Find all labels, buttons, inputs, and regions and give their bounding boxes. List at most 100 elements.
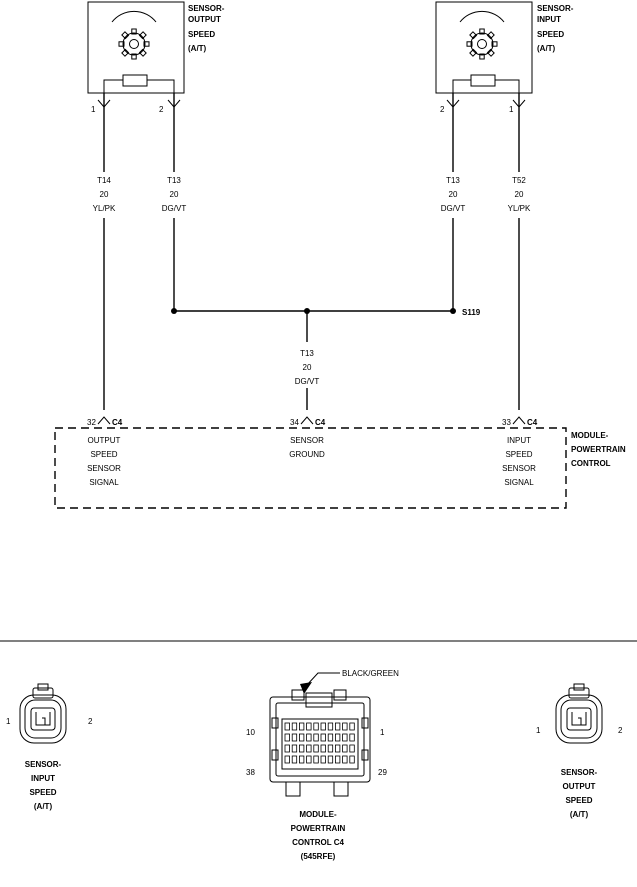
input-conn-label-3: SPEED (29, 788, 56, 797)
input-conn-pin-1: 1 (6, 717, 11, 726)
pin-33-connector: C4 (527, 418, 538, 427)
sensor-input-title-4: (A/T) (537, 44, 556, 53)
pin-32-label-2: SPEED (90, 450, 117, 459)
wire-t13-left-gauge: 20 (170, 190, 179, 199)
wire-t14-circuit: T14 (97, 176, 111, 185)
splice-dot (171, 308, 177, 314)
connector-face-icon (269, 689, 371, 797)
sensor-output-title-3: SPEED (188, 30, 215, 39)
output-conn-pin-1: 1 (536, 726, 541, 735)
pcm-pin-cavity (291, 733, 298, 742)
wire-t13-center-gauge: 20 (303, 363, 312, 372)
pcm-pin-cavity (298, 744, 305, 753)
pin-34-number: 34 (290, 418, 299, 427)
pcm-pin-cavity (327, 722, 334, 731)
input-conn-label-1: SENSOR- (25, 760, 62, 769)
wire-t13-center: T13 20 DG/VT (295, 311, 319, 410)
rotation-arc (111, 10, 157, 23)
pcm-pin-cavity (313, 755, 319, 764)
sensor-input-title-2: INPUT (537, 15, 561, 24)
pin-34-label-2: GROUND (289, 450, 325, 459)
pcm-pin-cavity (334, 722, 341, 731)
resistor-icon (470, 74, 496, 87)
pin-32-connector: C4 (112, 418, 123, 427)
connector-input-speed: 1 2 SENSOR- INPUT SPEED (A/T) (6, 683, 93, 811)
module-box (54, 427, 567, 509)
pin-32-number: 32 (87, 418, 96, 427)
sensor-output-pin-2: 2 (159, 105, 164, 114)
sensor-input-pin-2: 2 (440, 105, 445, 114)
pcm-pin-cavity (327, 733, 334, 742)
gear-icon (118, 28, 150, 60)
wire-t13-right: T13 20 DG/VT (441, 93, 466, 311)
pcm-pin-cavity (349, 755, 355, 764)
wire-t52-color: YL/PK (508, 204, 531, 213)
pcm-pin-cavity (334, 755, 341, 764)
sensor-input-title-1: SENSOR- (537, 4, 574, 13)
sensor-output-speed: SENSOR- OUTPUT SPEED (A/T) 1 2 (87, 1, 225, 114)
pin-33-label-2: SPEED (505, 450, 532, 459)
sensor-input-title-3: SPEED (537, 30, 564, 39)
pcm-pin-cavity (291, 755, 298, 764)
pcm-pin-cavity (342, 722, 348, 731)
sensor-input-pin-1: 1 (509, 105, 514, 114)
pcm-pin-cavity (306, 744, 312, 753)
wire-t13-right-color: DG/VT (441, 204, 466, 213)
gear-icon (466, 28, 498, 60)
pcm-pin-cavity (298, 755, 305, 764)
pin-32-label-3: SENSOR (87, 464, 121, 473)
resistor-icon (122, 74, 148, 87)
wire-t13-right-circuit: T13 (446, 176, 460, 185)
pcm-color-label: BLACK/GREEN (342, 669, 399, 678)
pcm-label-2: POWERTRAIN (291, 824, 346, 833)
module-title-2: POWERTRAIN (571, 445, 626, 454)
sensor-output-box (87, 1, 185, 94)
pin-33-label-1: INPUT (507, 436, 531, 445)
connector-face-icon (555, 683, 603, 744)
output-conn-pin-2: 2 (618, 726, 623, 735)
pin-34-label-1: SENSOR (290, 436, 324, 445)
splice-dot (450, 308, 456, 314)
module-pin-terminals (97, 416, 526, 425)
pcm-pin-1: 1 (380, 728, 385, 737)
pcm-pin-cavity (284, 755, 290, 764)
input-conn-label-4: (A/T) (34, 802, 53, 811)
output-conn-label-1: SENSOR- (561, 768, 598, 777)
pcm-pin-cavity (291, 722, 298, 731)
pcm-pin-cavity (306, 733, 312, 742)
sensor-output-title-2: OUTPUT (188, 15, 221, 24)
connector-pcm-c4: BLACK/GREEN 10 1 38 29 MODULE- POWERTRAI… (246, 669, 399, 861)
pin-34-connector: C4 (315, 418, 326, 427)
pcm-pin-cavity (313, 733, 319, 742)
pcm-pin-10: 10 (246, 728, 255, 737)
splice-s119: S119 (171, 308, 481, 317)
output-conn-label-2: OUTPUT (563, 782, 596, 791)
pcm-pin-cavity (342, 755, 348, 764)
pcm-pin-cavity (334, 733, 341, 742)
pcm-pin-cavity (349, 733, 355, 742)
pcm-pin-cavity (342, 733, 348, 742)
rotation-arc (459, 10, 505, 23)
wire-t14-color: YL/PK (93, 204, 116, 213)
connector-face-icon (19, 683, 67, 744)
pcm-pin-cavity (349, 722, 355, 731)
pcm-pin-cavity (306, 722, 312, 731)
pcm-pin-cavity (342, 744, 348, 753)
module-powertrain-control: MODULE- POWERTRAIN CONTROL 32 C4 OUTPUT … (54, 418, 626, 509)
pcm-pin-cavity (298, 733, 305, 742)
pcm-label-1: MODULE- (299, 810, 337, 819)
pin-32-label-1: OUTPUT (88, 436, 121, 445)
pin-32-label-4: SIGNAL (89, 478, 119, 487)
pcm-pin-cavity (284, 733, 290, 742)
pin-33-label-4: SIGNAL (504, 478, 534, 487)
pcm-pin-cavity (313, 744, 319, 753)
pcm-pin-cavity (284, 722, 290, 731)
input-conn-pin-2: 2 (88, 717, 93, 726)
pcm-pin-38: 38 (246, 768, 255, 777)
wire-t13-left-color: DG/VT (162, 204, 187, 213)
pcm-pin-cavity (334, 744, 341, 753)
pcm-pin-cavity (349, 744, 355, 753)
pcm-pin-cavity (291, 744, 298, 753)
pcm-pin-cavity (313, 722, 319, 731)
